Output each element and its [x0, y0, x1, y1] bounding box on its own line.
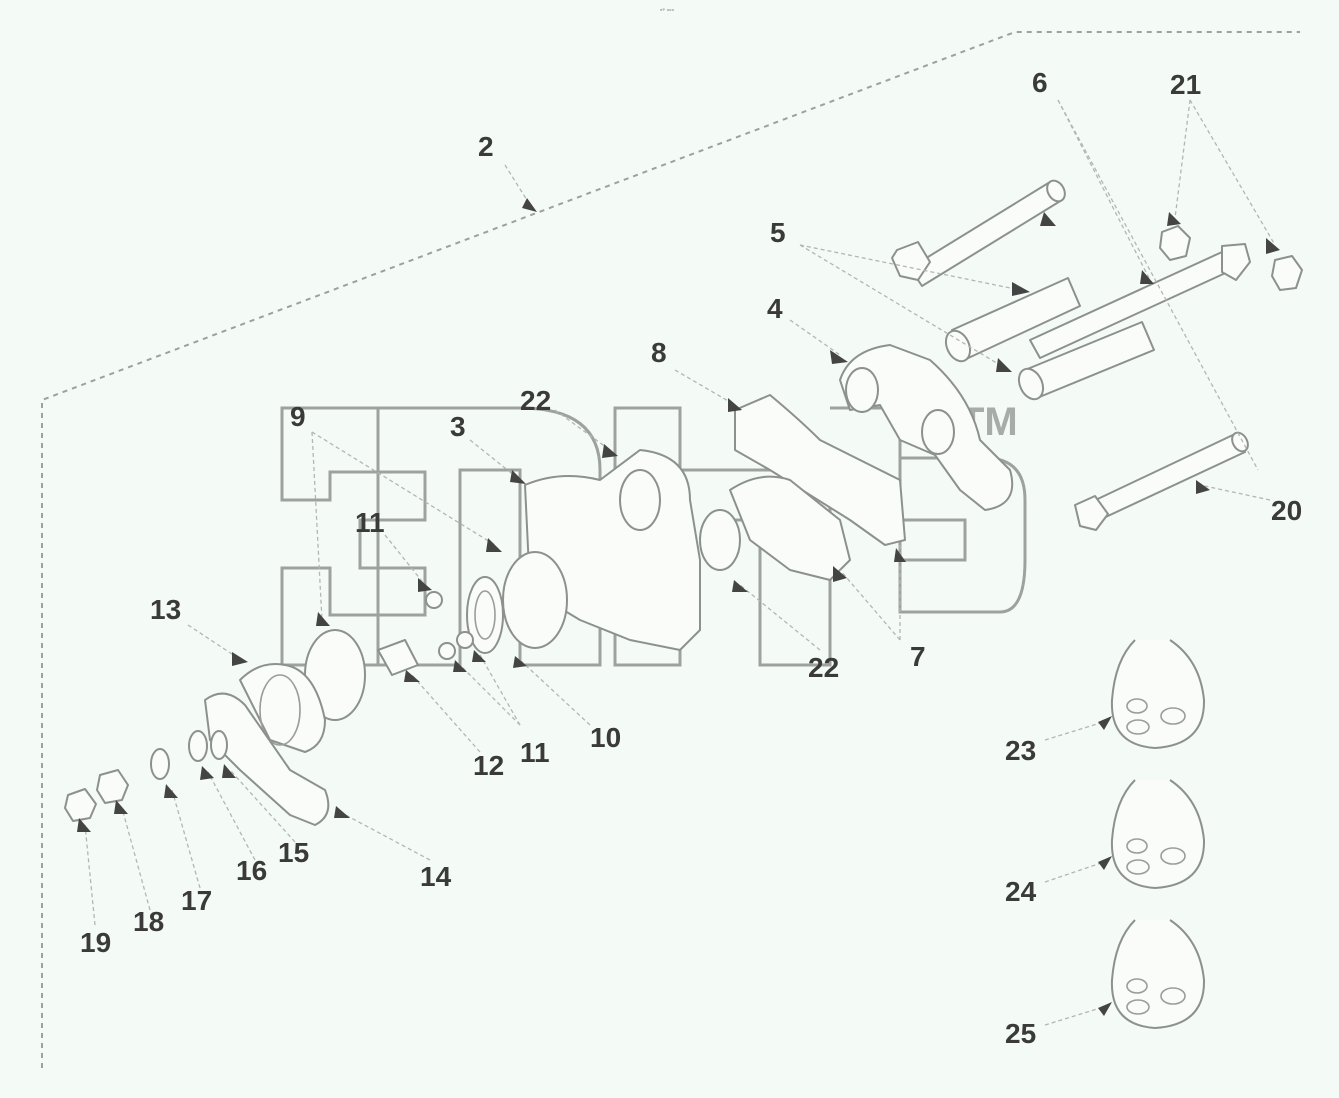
part-cover-14	[204, 692, 330, 826]
part-housing-13	[239, 663, 326, 753]
part-spacers	[944, 277, 1155, 401]
callout-11-upper: 11	[355, 507, 385, 538]
part-ball-11b	[438, 642, 456, 660]
part-washer-17	[150, 748, 170, 780]
callout-2: 2	[478, 131, 494, 162]
assembly-boundary	[41, 31, 1300, 1068]
callout-25: 25	[1005, 1018, 1036, 1049]
part-seal-ring	[466, 576, 504, 654]
bracket-hole-1	[845, 367, 879, 413]
callout-22-lower: 22	[808, 652, 839, 683]
part-bushing-12	[377, 639, 419, 676]
part-washer-16	[188, 730, 208, 762]
part-ball-11a	[425, 591, 443, 609]
bracket-hole-2	[921, 409, 955, 455]
callout-22-upper: 22	[520, 385, 551, 416]
part-gear-plate	[502, 551, 568, 649]
callout-16: 16	[236, 855, 267, 886]
callout-15: 15	[278, 837, 309, 868]
callout-20: 20	[1271, 495, 1302, 526]
part-nut-19	[64, 788, 97, 822]
part-nuts-21	[1159, 225, 1303, 291]
pump-body-port	[619, 469, 661, 531]
callout-9: 9	[290, 401, 306, 432]
part-seal-kits	[1110, 639, 1206, 1029]
callout-11-lower: 11	[520, 737, 550, 768]
callout-4: 4	[767, 293, 783, 324]
part-plate-8	[734, 394, 906, 546]
callout-17: 17	[181, 885, 212, 916]
callout-24: 24	[1005, 876, 1037, 907]
callout-18: 18	[133, 906, 164, 937]
callout-14: 14	[420, 861, 452, 892]
callout-23: 23	[1005, 735, 1036, 766]
header-code: ᵉᴾ ᵒᵒᵒ	[660, 8, 675, 15]
callout-12: 12	[473, 750, 504, 781]
part-ball-11c	[456, 631, 474, 649]
leader-lines	[84, 99, 1276, 1026]
callout-21: 21	[1170, 69, 1201, 100]
callout-13: 13	[150, 594, 181, 625]
callout-6: 6	[1032, 67, 1048, 98]
part-washer-15	[210, 730, 228, 760]
callout-labels: 2 3 4 5 6 7 8 9 10 11 11 12 13 14 15 16 …	[80, 67, 1302, 1049]
callout-3: 3	[450, 411, 466, 442]
callout-10: 10	[590, 722, 621, 753]
callout-5: 5	[770, 217, 786, 248]
part-bolts	[891, 179, 1251, 531]
arrowheads	[77, 198, 1280, 1016]
callout-7: 7	[910, 641, 926, 672]
callout-19: 19	[80, 927, 111, 958]
part-nut-18	[96, 769, 129, 804]
pump-body-bore	[699, 509, 741, 571]
callout-8: 8	[651, 337, 667, 368]
part-plate-7	[729, 475, 851, 581]
